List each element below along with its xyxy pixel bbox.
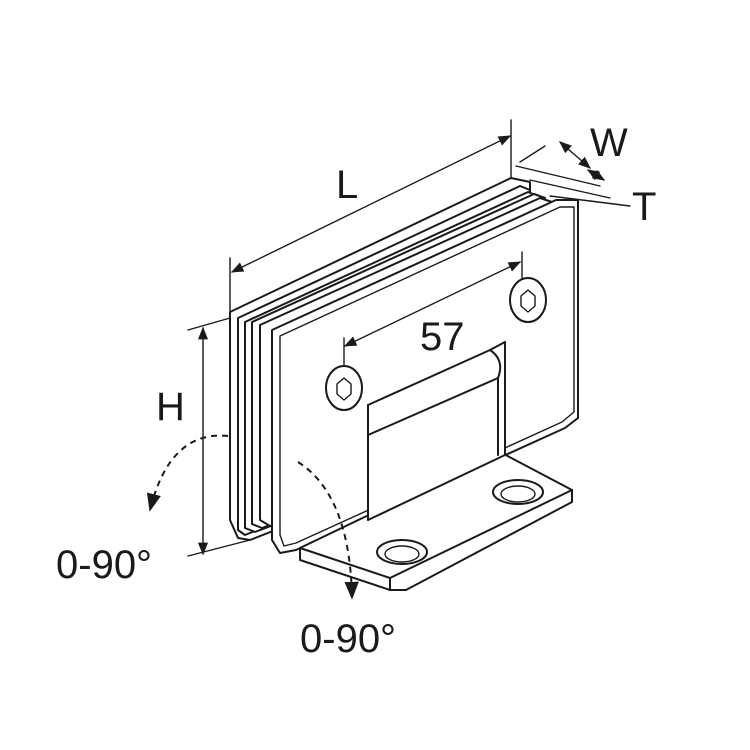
length-label: L [336, 163, 358, 207]
rotation-bottom-label: 0-90° [300, 617, 396, 661]
dimension-width-thickness [515, 141, 631, 207]
dimension-hole-spacing [343, 251, 523, 367]
dimension-length [229, 119, 512, 313]
rotation-left-label: 0-90° [56, 543, 152, 587]
mounting-foot [299, 451, 573, 591]
foot-hole-right [492, 479, 544, 505]
hinge-barrel [367, 341, 506, 521]
hole-spacing-label: 57 [420, 315, 465, 359]
rotation-arc-bottom [297, 461, 359, 600]
thickness-label: T [632, 185, 656, 229]
width-label: W [590, 121, 628, 165]
rotation-arc-left [146, 434, 229, 512]
height-label: H [156, 385, 185, 429]
dimension-height [187, 317, 251, 557]
foot-hole-left [376, 539, 428, 565]
